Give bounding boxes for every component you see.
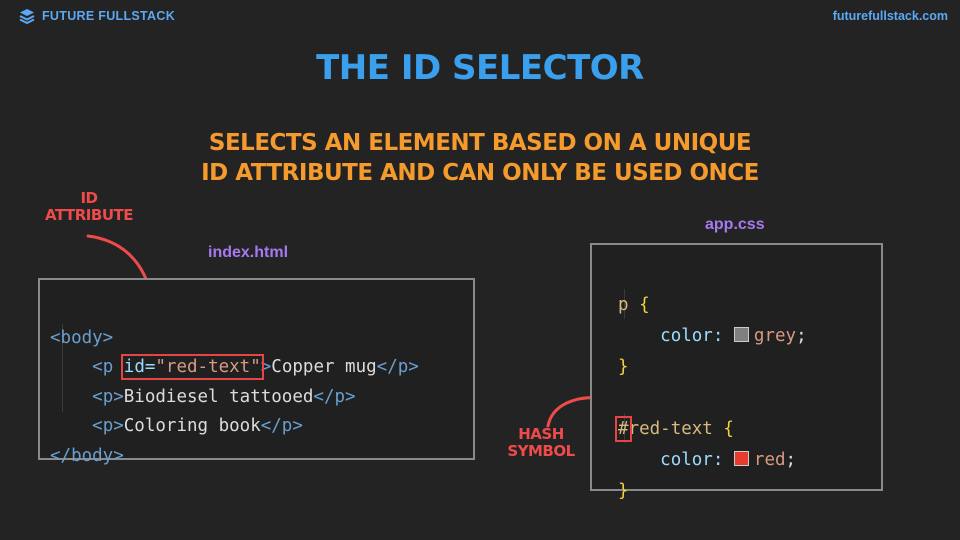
code-line: color: grey; bbox=[618, 321, 807, 352]
code-line: } bbox=[618, 476, 807, 507]
annotation-line: Attribute bbox=[45, 206, 133, 224]
semicolon: ; bbox=[785, 450, 797, 470]
indent-guide bbox=[624, 413, 625, 443]
indent-guide bbox=[624, 289, 625, 319]
css-code-panel: p { color: grey;} #red-text { color: red… bbox=[590, 243, 883, 501]
code-line bbox=[618, 383, 807, 414]
annotation-line: Symbol bbox=[507, 442, 575, 460]
css-property: color: bbox=[660, 326, 724, 346]
code-line: } bbox=[618, 352, 807, 383]
html-file-label: index.html bbox=[208, 244, 289, 261]
subtitle-line-1: Selects an element based on a unique bbox=[208, 130, 752, 156]
attr-value: "red-text" bbox=[155, 357, 261, 377]
css-selector: p bbox=[618, 295, 629, 315]
css-file-label: app.css bbox=[705, 216, 765, 233]
p-open-tag: <p bbox=[92, 357, 114, 377]
annotation-line: Hash bbox=[518, 425, 564, 443]
id-attribute-annotation: ID Attribute bbox=[30, 190, 148, 224]
hash-symbol-annotation: Hash Symbol bbox=[496, 426, 586, 460]
code-line: <p>Coloring book</p> bbox=[50, 412, 419, 442]
semicolon: ; bbox=[796, 326, 807, 346]
open-brace: { bbox=[639, 295, 650, 315]
p-close-tag: </p> bbox=[313, 386, 356, 407]
close-brace: } bbox=[618, 481, 629, 501]
code-line: </body> bbox=[50, 442, 419, 472]
grey-color-swatch-icon bbox=[733, 327, 749, 342]
subtitle-line-2: ID attribute and can only be used once bbox=[201, 160, 759, 186]
p-text: Coloring book bbox=[123, 416, 261, 436]
brand-name: FUTURE FULLSTACK bbox=[42, 9, 176, 23]
html-code: <body> <p id="red-text">Copper mug</p> <… bbox=[50, 294, 419, 471]
slide-subtitle: Selects an element based on a unique ID … bbox=[0, 128, 960, 188]
stack-layers-icon bbox=[19, 9, 35, 25]
indent-guide bbox=[62, 324, 63, 412]
id-attribute-highlight: id="red-text" bbox=[120, 354, 264, 380]
p-text: Copper mug bbox=[271, 357, 377, 377]
close-brace: } bbox=[618, 357, 629, 377]
body-open-tag: <body> bbox=[50, 327, 114, 348]
annotation-line: ID bbox=[80, 189, 98, 207]
site-url: futurefullstack.com bbox=[832, 9, 948, 23]
code-line: color: red; bbox=[618, 445, 807, 476]
brand-logo: FUTURE FULLSTACK bbox=[18, 7, 175, 25]
red-color-swatch-icon bbox=[733, 451, 749, 466]
p-close-tag: </p> bbox=[376, 357, 419, 377]
css-value: grey bbox=[753, 326, 797, 346]
css-selector: red-text bbox=[628, 419, 713, 439]
p-text: Biodiesel tattooed bbox=[123, 386, 314, 407]
p-open-tag: <p> bbox=[92, 386, 124, 407]
code-line: <p>Biodiesel tattooed</p> bbox=[50, 383, 419, 413]
code-line: p { bbox=[618, 290, 807, 321]
css-value: red bbox=[753, 450, 786, 470]
attr-name: id= bbox=[123, 357, 156, 377]
slide-title: The ID Selector bbox=[316, 48, 644, 88]
code-line: <p id="red-text">Copper mug</p> bbox=[50, 353, 419, 383]
code-line: <body> bbox=[50, 324, 419, 354]
html-code-panel: <body> <p id="red-text">Copper mug</p> <… bbox=[38, 278, 475, 466]
tag-end: > bbox=[260, 357, 272, 377]
open-brace: { bbox=[723, 419, 734, 439]
code-line: #red-text { bbox=[615, 414, 807, 445]
css-property: color: bbox=[660, 450, 724, 470]
hash-symbol-highlight: # bbox=[615, 416, 632, 442]
p-close-tag: </p> bbox=[260, 416, 303, 436]
p-open-tag: <p> bbox=[92, 416, 124, 436]
css-code: p { color: grey;} #red-text { color: red… bbox=[615, 259, 807, 507]
body-close-tag: </body> bbox=[50, 445, 124, 466]
